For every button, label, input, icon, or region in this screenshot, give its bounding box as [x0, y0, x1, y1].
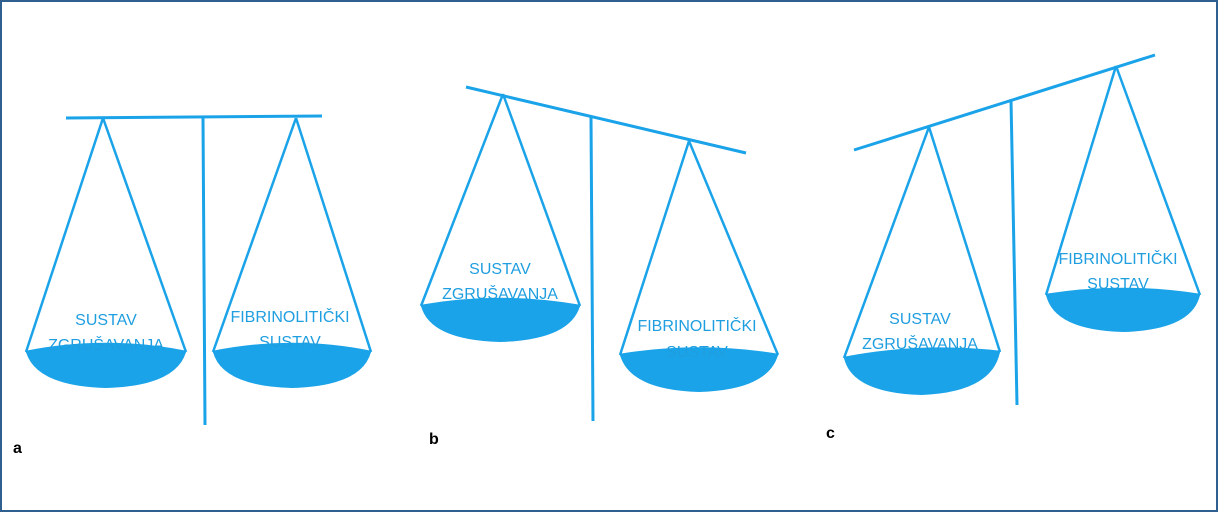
post: [1009, 99, 1019, 406]
right-pan: FIBRINOLITIČKI SUSTAV: [618, 140, 780, 392]
left-pan-label-line1: SUSTAV: [889, 311, 951, 328]
left-pan-label-line1: SUSTAV: [75, 312, 137, 329]
panel-label-c: c: [826, 425, 835, 442]
beam: [465, 85, 747, 155]
panel-label-a: a: [13, 440, 22, 457]
post: [201, 117, 207, 426]
right-pan: FIBRINOLITIČKI SUSTAV: [1044, 65, 1202, 332]
left-pan-label-line2: ZGRUŠAVANJA: [862, 334, 978, 353]
panel-label-b: b: [429, 431, 439, 448]
right-pan-label-line2: SUSTAV: [1087, 276, 1149, 293]
right-pan-label-line2: SUSTAV: [259, 334, 321, 351]
left-pan-label-line2: ZGRUŠAVANJA: [442, 284, 558, 303]
left-pan: SUSTAV ZGRUŠAVANJA: [24, 117, 188, 388]
left-pan-label-line1: SUSTAV: [469, 261, 531, 278]
right-pan-label-line1: FIBRINOLITIČKI: [230, 307, 349, 326]
right-pan: FIBRINOLITIČKI SUSTAV: [211, 117, 373, 388]
left-pan-label-line2: ZGRUŠAVANJA: [48, 335, 164, 354]
scale-c: SUSTAV ZGRUŠAVANJA FIBRINOLITIČKI SUSTAV…: [826, 53, 1202, 442]
beam: [853, 53, 1156, 152]
scale-b: SUSTAV ZGRUŠAVANJA FIBRINOLITIČKI SUSTAV…: [419, 85, 780, 448]
right-pan-label-line2: SUSTAV: [666, 344, 728, 361]
left-pan: SUSTAV ZGRUŠAVANJA: [419, 93, 582, 342]
right-pan-label-line1: FIBRINOLITIČKI: [1058, 249, 1177, 268]
post: [589, 116, 595, 422]
scale-a: SUSTAV ZGRUŠAVANJA FIBRINOLITIČKI SUSTAV…: [13, 114, 373, 457]
beam: [65, 114, 323, 120]
left-pan: SUSTAV ZGRUŠAVANJA: [842, 126, 1002, 395]
right-pan-label-line1: FIBRINOLITIČKI: [637, 316, 756, 335]
